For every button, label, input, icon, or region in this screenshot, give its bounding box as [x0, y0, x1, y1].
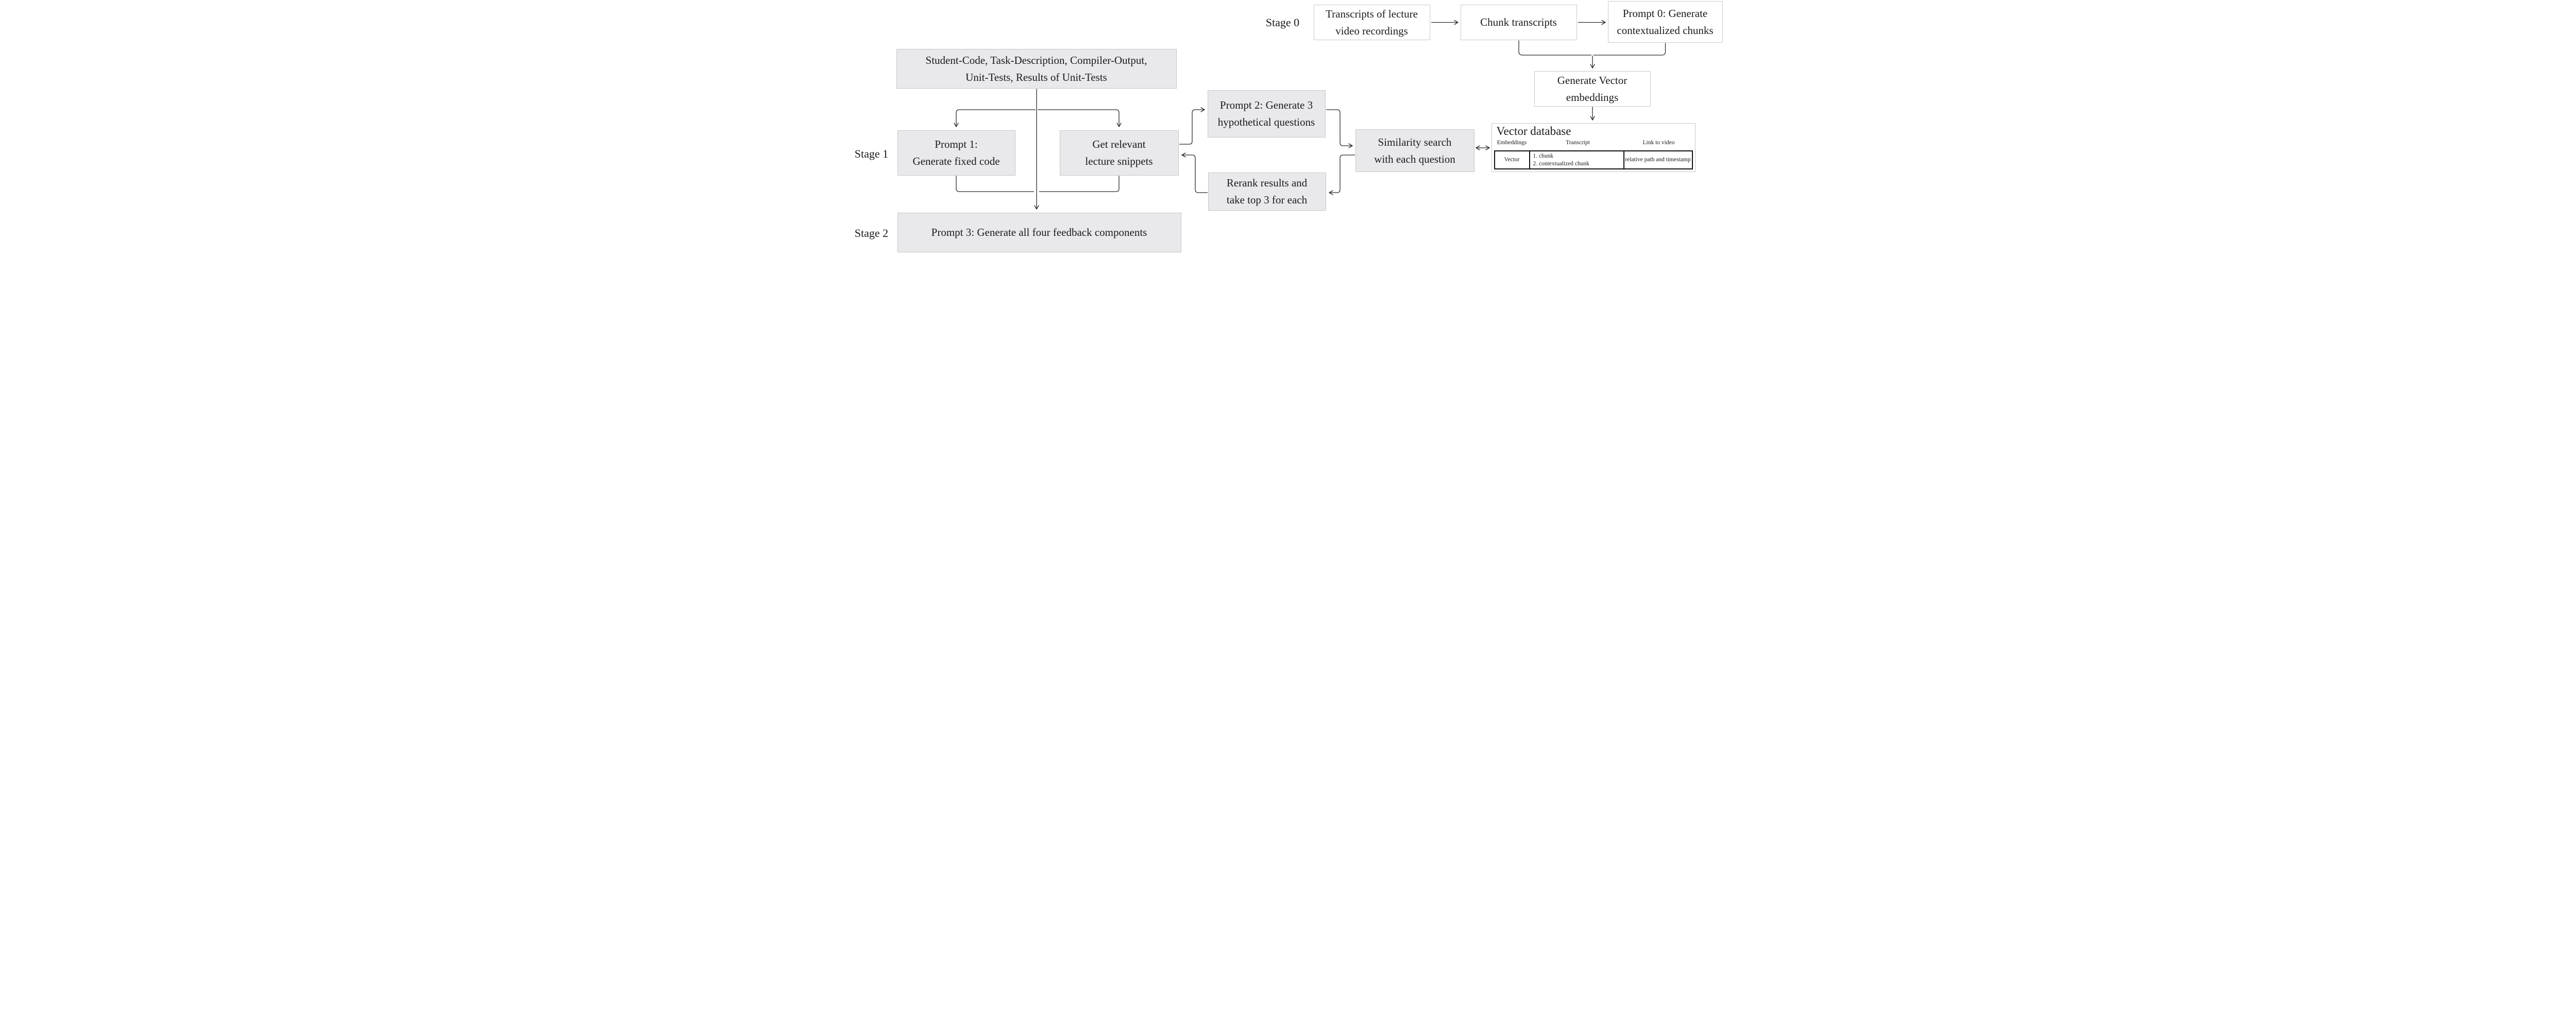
box-rerank-line2: take top 3 for each: [1226, 194, 1308, 206]
vector-db-title: Vector database: [1496, 125, 1571, 138]
box-student-inputs-line1: Student-Code, Task-Description, Compiler…: [925, 54, 1147, 66]
box-prompt0-line1: Prompt 0: Generate: [1622, 7, 1708, 20]
arrow-split-to-prompt1: [953, 109, 1036, 127]
box-chunk-label: Chunk transcripts: [1480, 16, 1557, 29]
box-rerank: Rerank results and take top 3 for each: [1208, 173, 1326, 211]
box-student-inputs: Student-Code, Task-Description, Compiler…: [896, 49, 1177, 89]
vector-db-cell-transcript: 1. chunk 2. contextualized chunk: [1530, 151, 1624, 168]
box-prompt0: Prompt 0: Generate contextualized chunks: [1607, 1, 1723, 43]
box-prompt1-line2: Generate fixed code: [912, 155, 1000, 167]
box-transcripts-line1: Transcripts of lecture: [1326, 7, 1418, 20]
box-generate-embeddings-line1: Generate Vector: [1557, 74, 1628, 87]
line-prompt0-drop: [1593, 43, 1666, 56]
vector-db-cell-transcript-line1: 1. chunk: [1533, 152, 1554, 159]
stage1-label: Stage 1: [854, 147, 889, 160]
arrow-rerank-to-snippets: [1181, 152, 1208, 193]
vector-db-cell-link: relative path and timestamp: [1624, 151, 1692, 168]
pipeline-diagram: Stage 0 Stage 1 Stage 2 Transcripts of l…: [853, 0, 1723, 253]
arrow-split-to-snippets: [1037, 109, 1122, 127]
box-prompt1: Prompt 1: Generate fixed code: [897, 130, 1015, 176]
box-prompt2-line2: hypothetical questions: [1217, 116, 1315, 128]
box-prompt0-line2: contextualized chunks: [1617, 24, 1714, 37]
stage0-label: Stage 0: [1265, 16, 1300, 29]
box-prompt2-line1: Prompt 2: Generate 3: [1219, 99, 1313, 112]
vector-db-table: Vector 1. chunk 2. contextualized chunk …: [1494, 150, 1693, 169]
vector-db-column-link: Link to video: [1642, 140, 1675, 146]
vector-db-column-transcript: Transcript: [1566, 140, 1590, 146]
box-chunk-transcripts: Chunk transcripts: [1460, 5, 1577, 40]
line-chunk-drop: [1518, 40, 1591, 56]
box-similarity-search-line1: Similarity search: [1378, 135, 1452, 148]
vector-db-panel: Vector database Embeddings Transcript Li…: [1491, 123, 1696, 172]
box-prompt2: Prompt 2: Generate 3 hypothetical questi…: [1207, 90, 1326, 138]
box-generate-embeddings-line2: embeddings: [1566, 91, 1619, 104]
stage2-label: Stage 2: [854, 227, 889, 239]
box-get-snippets-line1: Get relevant: [1092, 138, 1146, 151]
vector-db-cell-transcript-line2: 2. contextualized chunk: [1533, 160, 1590, 167]
box-similarity-search-line2: with each question: [1374, 152, 1455, 165]
box-similarity-search: Similarity search with each question: [1355, 129, 1475, 172]
line-snippets-merge: [1039, 176, 1120, 192]
vector-db-column-embeddings: Embeddings: [1497, 140, 1527, 146]
arrow-prompt2-to-similarity: [1326, 109, 1353, 148]
vector-db-cell-embeddings: Vector: [1495, 151, 1530, 168]
box-transcripts-line2: video recordings: [1335, 24, 1408, 37]
box-student-inputs-line2: Unit-Tests, Results of Unit-Tests: [965, 71, 1107, 83]
vector-db-cell-link-value: relative path and timestamp: [1625, 157, 1691, 163]
line-prompt1-merge: [955, 176, 1034, 192]
box-prompt3: Prompt 3: Generate all four feedback com…: [897, 213, 1181, 252]
box-rerank-line1: Rerank results and: [1226, 177, 1308, 190]
connector-arrows: [953, 20, 1666, 210]
arrow-similarity-to-rerank: [1328, 155, 1355, 195]
box-prompt1-line1: Prompt 1:: [935, 138, 978, 151]
box-generate-embeddings: Generate Vector embeddings: [1534, 71, 1651, 107]
arrow-snippets-to-prompt2: [1179, 107, 1205, 145]
vector-db-cell-embeddings-value: Vector: [1504, 157, 1520, 163]
box-prompt3-label: Prompt 3: Generate all four feedback com…: [931, 226, 1147, 239]
box-get-snippets-line2: lecture snippets: [1085, 155, 1153, 167]
box-get-snippets: Get relevant lecture snippets: [1059, 130, 1179, 176]
box-transcripts: Transcripts of lecture video recordings: [1313, 5, 1430, 40]
